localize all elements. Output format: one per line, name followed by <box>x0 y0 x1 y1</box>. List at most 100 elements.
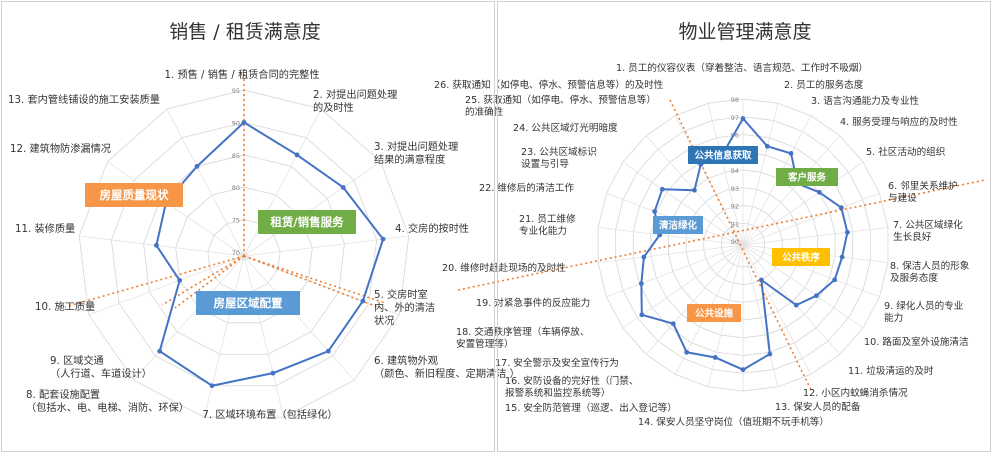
axis-label: 15. 安全防范管理（巡逻、出入登记等） <box>505 402 677 414</box>
axis-label-line: 18. 交通秩序管理（车辆停放、 <box>456 326 589 338</box>
axis-label-line: 1. 预售 / 销售 / 租赁合同的完整性 <box>164 68 319 81</box>
grid-spoke <box>742 192 880 246</box>
data-point <box>325 348 331 354</box>
axis-label: 1. 预售 / 销售 / 租赁合同的完整性 <box>164 68 319 81</box>
category-badge: 公共设施 <box>687 304 741 322</box>
category-label: 清洁绿化 <box>659 220 698 232</box>
data-point <box>764 143 770 149</box>
axis-label-line: 3. 语言沟通能力及专业性 <box>811 95 920 107</box>
axis-label-line: 10. 路面及室外设施清洁 <box>864 336 969 348</box>
axis-label-line: 的及时性 <box>313 101 354 114</box>
data-point <box>639 312 645 318</box>
data-point <box>692 187 697 193</box>
data-point <box>838 205 844 211</box>
category-badge-bg <box>687 304 741 322</box>
axis-label-line: 3. 对提出问题处理 <box>374 140 458 153</box>
grid-spoke <box>645 244 744 355</box>
axis-label: 11. 装修质量 <box>15 222 75 235</box>
tick-label: 80 <box>232 184 240 192</box>
left-chart-title: 销售 / 租赁满意度 <box>169 21 320 43</box>
axis-label: 12. 小区内蚊蝇消杀情况 <box>803 387 908 399</box>
category-label: 公共秩序 <box>782 252 821 264</box>
axis-label: 23. 公共区域标识设置与引导 <box>521 146 597 170</box>
axis-label: 4. 交房的按时性 <box>395 222 469 235</box>
data-point <box>340 185 346 190</box>
axis-label: 14. 保安人员坚守岗位（值班期不玩手机等） <box>638 416 829 428</box>
grid-spoke <box>622 161 744 246</box>
tick-label: 85 <box>232 152 240 160</box>
data-point <box>832 277 838 283</box>
data-point <box>684 349 690 355</box>
axis-label: 6. 邻里关系维护与建设 <box>888 180 958 204</box>
data-point <box>294 152 300 158</box>
grid-spoke <box>79 235 245 257</box>
axis-label-line: 6. 邻里关系维护 <box>888 180 958 192</box>
grid-spoke <box>243 255 285 418</box>
axis-label-line: 24. 公共区域灯光明暗度 <box>513 122 618 134</box>
data-point <box>360 298 366 304</box>
axis-label: 2. 员工的服务态度 <box>784 79 864 91</box>
axis-label: 5. 交房时室内、外的清洁状况 <box>374 288 435 327</box>
axis-label-line: 12. 建筑物防渗漏情况 <box>10 142 111 155</box>
grid-spoke <box>674 115 744 246</box>
axis-label-line: 能力 <box>884 312 903 324</box>
category-badge-bg <box>653 216 703 234</box>
grid-spoke <box>742 103 779 246</box>
axis-label-line: 结果的满意程度 <box>374 153 445 166</box>
data-point <box>209 383 215 389</box>
category-label: 租赁/销售服务 <box>270 215 344 229</box>
axis-label: 26. 获取通知（如停电、停水、预警信息等）的及时性 <box>434 79 664 91</box>
data-point <box>241 120 247 125</box>
tick-label: 91 <box>731 220 739 228</box>
axis-label-line: 20. 维修时赶赴现场的及时性 <box>442 262 566 274</box>
grid-spoke <box>742 244 864 329</box>
section-divider <box>243 255 381 309</box>
tick-label: 93 <box>731 185 739 193</box>
category-label: 客户服务 <box>787 172 827 184</box>
axis-label-line: 安置管理等） <box>456 338 514 350</box>
axis-label: 8. 配套设施配置（包括水、电、电梯、消防、环保） <box>26 388 189 414</box>
tick-label: 70 <box>232 249 240 257</box>
axis-label-line: 13. 套内管线铺设的施工安装质量 <box>8 93 160 106</box>
axis-label: 13. 套内管线铺设的施工安装质量 <box>8 93 160 106</box>
axis-label: 20. 维修时赶赴现场的及时性 <box>442 262 566 274</box>
axis-label-line: 11. 装修质量 <box>15 222 75 235</box>
category-label: 公共信息获取 <box>694 150 752 162</box>
data-point <box>814 293 819 299</box>
grid-spoke <box>166 108 245 257</box>
category-badge-bg <box>196 291 300 315</box>
grid-spoke <box>707 103 744 246</box>
data-point <box>670 321 676 327</box>
axis-label: 7. 公共区域绿化生长良好 <box>893 219 963 243</box>
axis-label: 3. 对提出问题处理结果的满意程度 <box>374 140 458 166</box>
axis-label-line: 26. 获取通知（如停电、停水、预警信息等）的及时性 <box>434 79 664 91</box>
axis-label-line: 7. 区域环境布置（包括绿化） <box>202 408 337 421</box>
axis-label-line: 9. 区域交通 <box>50 354 104 367</box>
tick-label: 94 <box>731 167 739 175</box>
axis-label: 7. 区域环境布置（包括绿化） <box>202 408 337 421</box>
axis-label-line: 23. 公共区域标识 <box>521 146 597 158</box>
axis-label-line: 5. 交房时室 <box>374 288 428 301</box>
axis-label-line: （颜色、新旧程度、定期清洁 ） <box>374 367 520 380</box>
data-point <box>270 370 276 376</box>
data-point <box>793 302 799 308</box>
category-badge-bg <box>776 168 838 186</box>
data-point <box>177 277 183 283</box>
left-panel-border <box>1 1 495 452</box>
axis-label-line: 报警系统和监控系统等） <box>505 387 611 399</box>
category-badge-bg <box>258 210 356 234</box>
axis-label: 22. 维修后的清洁工作 <box>479 182 574 194</box>
data-point <box>659 186 665 192</box>
axis-label-line: 与建设 <box>888 192 917 204</box>
axis-label-line: 22. 维修后的清洁工作 <box>479 182 574 194</box>
axis-label-line: 19. 对紧急事件的反应能力 <box>476 297 590 309</box>
data-point <box>641 254 647 260</box>
axis-label-line: （包括水、电、电梯、消防、环保） <box>26 401 189 414</box>
tick-label: 98 <box>731 96 739 104</box>
grid-spoke <box>88 255 245 316</box>
axis-label-line: 设置与引导 <box>521 159 569 170</box>
grid-spoke <box>243 108 322 257</box>
right-panel-border <box>497 1 991 452</box>
axis-label: 8. 保洁人员的形象及服务态度 <box>890 260 970 284</box>
